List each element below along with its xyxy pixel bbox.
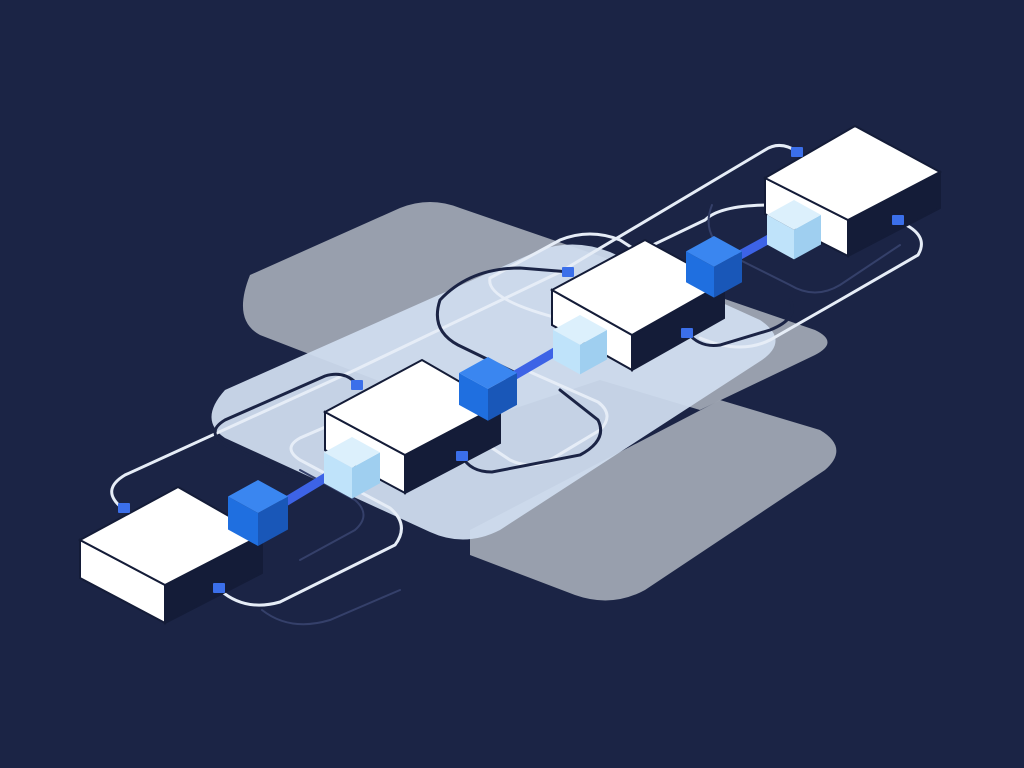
connector-dark-2-right <box>488 372 517 421</box>
connector-light-1-right <box>352 452 380 499</box>
connector-light-2-top <box>553 315 607 345</box>
port-3 <box>351 380 363 390</box>
connector-light-1-left <box>324 452 352 499</box>
connector-light-3-top <box>767 200 821 230</box>
server-boxes <box>77 124 943 625</box>
port-4 <box>456 451 468 461</box>
connector-dark-1-top <box>228 480 288 513</box>
cable-dark-upper <box>435 266 572 377</box>
connector-dark-3-top <box>686 236 742 267</box>
connector-light-1-top <box>324 437 380 468</box>
connector-dark-2-top <box>459 357 517 389</box>
plate-front <box>470 400 837 601</box>
connector-light-3 <box>767 200 821 260</box>
cable-upper-loop <box>488 232 692 322</box>
cable-dark-right <box>686 298 794 347</box>
connector-light-2-left <box>553 329 580 375</box>
cables <box>110 144 923 626</box>
connector-dark-3 <box>686 236 742 298</box>
port-5 <box>562 267 574 277</box>
port-8 <box>892 215 904 225</box>
cable-faint-left <box>261 469 401 626</box>
cable-mid-loop <box>478 370 609 467</box>
connector-light-2-right <box>580 329 607 375</box>
port-2 <box>213 583 225 593</box>
port-7 <box>791 147 803 157</box>
connector-light-2 <box>553 315 607 375</box>
port-6 <box>681 328 693 338</box>
port-1 <box>118 503 130 513</box>
cable-main-bottom <box>218 423 403 607</box>
cable-dark-mid <box>460 388 603 474</box>
connector-light-1 <box>324 437 380 499</box>
connector-light-3-left <box>767 214 794 260</box>
connector-dark-1 <box>228 480 288 546</box>
ports <box>118 147 904 593</box>
cable-right-return <box>698 220 923 349</box>
cable-faint-right <box>707 204 901 294</box>
connector-dark-3-left <box>686 251 714 298</box>
connector-cubes <box>228 200 821 546</box>
server-box-1 <box>77 485 265 625</box>
connector-dark-2-left <box>459 372 488 421</box>
server-box-4-top-face <box>762 124 943 222</box>
connector-dark-3-right <box>714 251 742 298</box>
connector-dark-2 <box>459 357 517 421</box>
cable-dark-left <box>213 372 360 492</box>
cable-main-top <box>110 144 800 510</box>
connector-light-3-right <box>794 214 821 260</box>
